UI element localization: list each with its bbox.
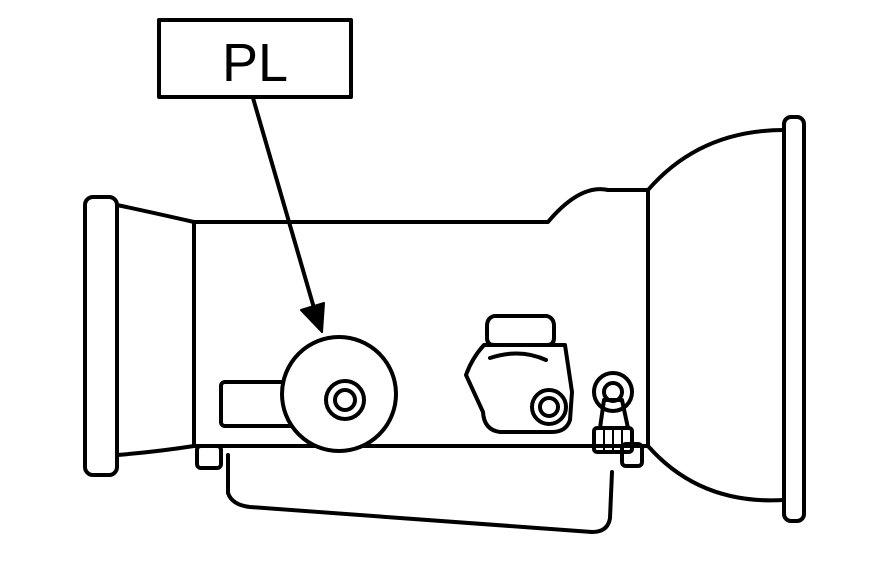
front-flange: [83, 195, 196, 477]
leader-arrow: [251, 96, 325, 333]
pl-plug: [280, 335, 398, 453]
front-flange-plate: [83, 195, 119, 477]
pan-bolt-left: [195, 444, 223, 470]
leader-arrowhead: [300, 302, 325, 333]
center-port-outer: [530, 388, 568, 426]
bell-flange: [782, 115, 806, 523]
breather-nut: [592, 426, 634, 454]
pl-callout-label: PL: [222, 33, 288, 93]
pl-callout: PL: [157, 18, 353, 99]
breather-cap: [592, 371, 634, 413]
case-top-edge: [192, 187, 650, 224]
bell-top-curve: [646, 128, 786, 192]
bell-housing: [646, 115, 806, 523]
front-taper-bottom: [115, 444, 196, 457]
center-port-body: [464, 343, 574, 434]
front-taper-top: [115, 203, 196, 224]
bell-bottom-curve: [646, 444, 786, 503]
leader-line: [251, 96, 316, 310]
pl-plug-inner: [333, 388, 357, 412]
center-port-inner: [538, 396, 560, 418]
breather-fitting: [592, 371, 634, 454]
center-port-detail: [488, 351, 548, 362]
center-port: [464, 314, 574, 434]
pan-outline: [226, 453, 614, 534]
pl-callout-box: [157, 18, 353, 99]
main-case: [192, 187, 650, 448]
pl-plug-outer: [324, 379, 366, 421]
